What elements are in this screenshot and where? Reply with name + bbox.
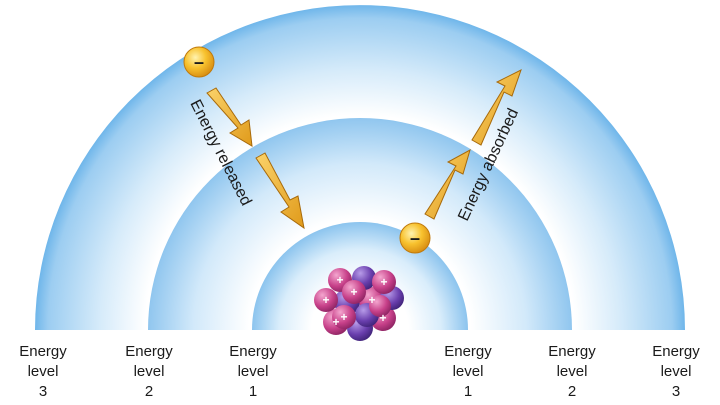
electron-icon: – [183, 46, 215, 78]
proton-sign: + [332, 315, 339, 329]
energy-level-1-right-label: Energy level 1 [444, 343, 492, 400]
proton-sign: + [336, 273, 343, 287]
energy-released-arrows [206, 87, 305, 230]
energy-absorbed-arrows [424, 69, 522, 220]
electron-sign: – [410, 228, 420, 248]
energy-level-2-left-label: Energy level 2 [125, 343, 173, 400]
electron-sign: – [194, 52, 204, 72]
arrow-icon [206, 87, 253, 147]
nucleus-icon: + + + + + + + + [314, 266, 404, 341]
proton-sign: + [368, 293, 375, 307]
arrow-icon [424, 148, 471, 220]
arrow-icon [471, 69, 522, 146]
arrow-icon [255, 152, 305, 230]
proton-sign: + [380, 275, 387, 289]
proton-sign: + [379, 311, 386, 325]
proton-sign: + [350, 285, 357, 299]
energy-level-3-right-label: Energy level 3 [652, 343, 700, 400]
proton-sign: + [340, 310, 347, 324]
proton-sign: + [322, 293, 329, 307]
energy-level-3-left-label: Energy level 3 [19, 343, 67, 400]
energy-level-2-right-label: Energy level 2 [548, 343, 596, 400]
energy-level-1-left-label: Energy level 1 [229, 343, 277, 400]
electron-icon: – [399, 222, 431, 254]
